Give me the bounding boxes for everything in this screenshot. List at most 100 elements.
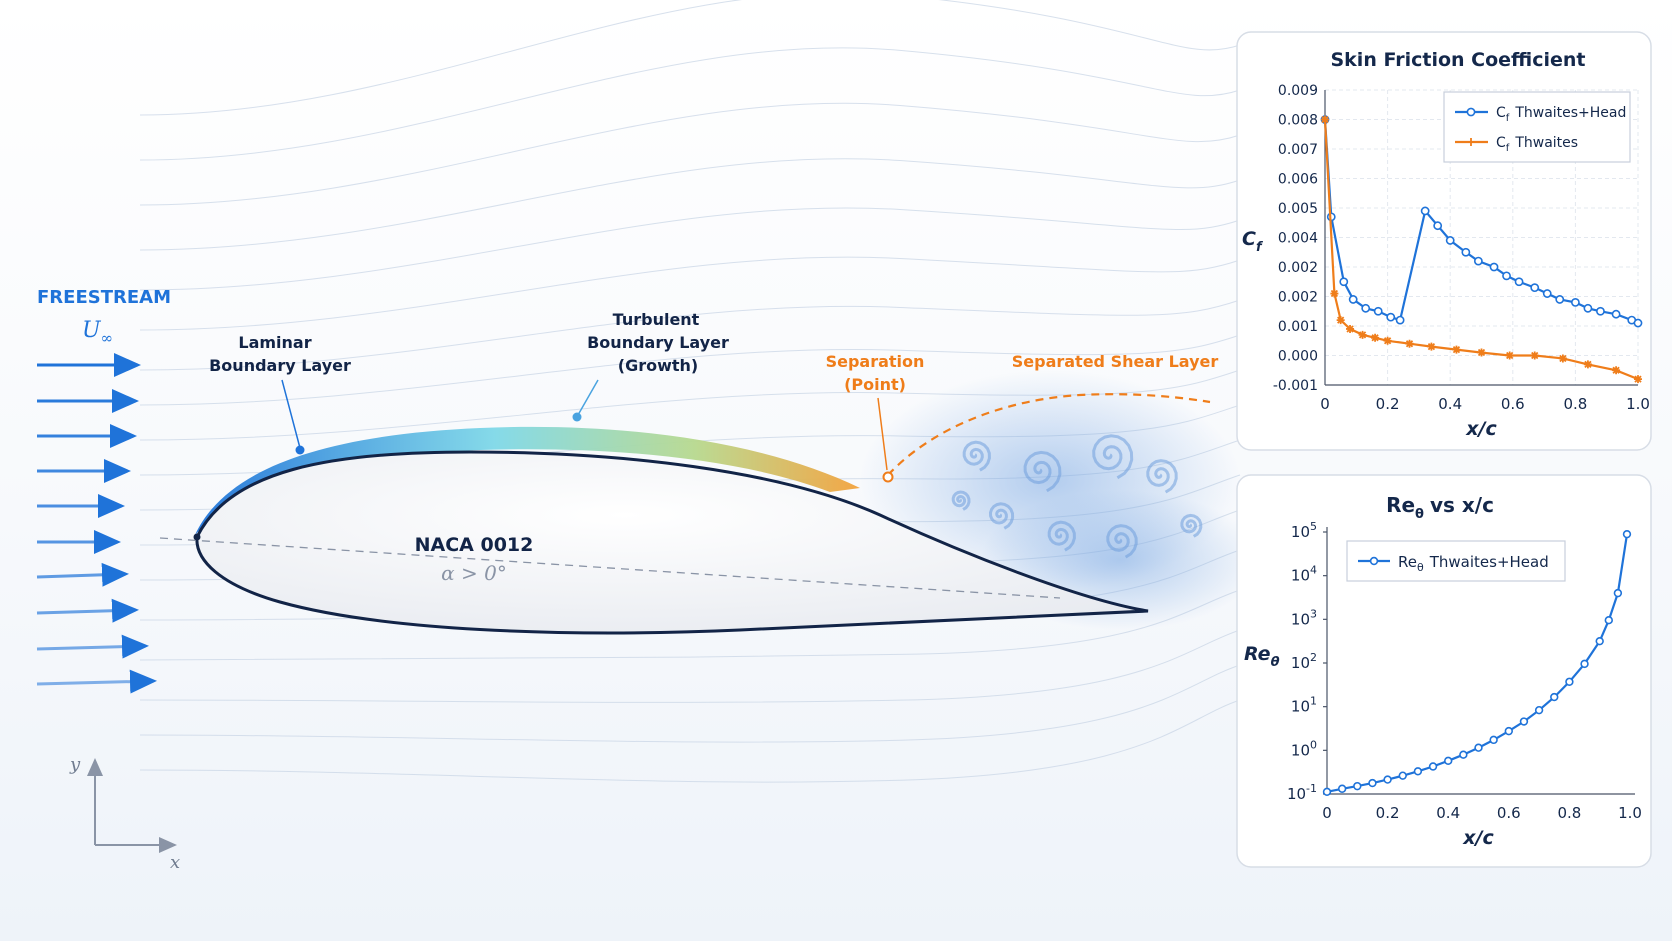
re-point xyxy=(1337,784,1347,793)
cf-xtick-label: 0.4 xyxy=(1438,395,1462,413)
cf-legend-box xyxy=(1443,91,1631,163)
re-point xyxy=(1580,659,1589,669)
cf-point xyxy=(1405,339,1414,348)
turbulent-leader xyxy=(577,379,599,416)
cf-point xyxy=(1611,309,1621,319)
cf-point xyxy=(1346,324,1355,333)
cf-point xyxy=(1445,236,1455,245)
re-point xyxy=(1398,771,1407,780)
streamline xyxy=(139,102,1241,206)
re-xtick-label: 0.2 xyxy=(1376,804,1400,822)
cf-point xyxy=(1633,318,1643,328)
cf-legend-marker xyxy=(1466,107,1476,117)
separation-label-line1: Separation xyxy=(826,352,925,371)
shear-layer-curve xyxy=(887,393,1211,476)
cf-point xyxy=(1330,289,1339,298)
re-point xyxy=(1604,616,1613,625)
cf-plot: -0.0010.0000.0010.0020.0020.0040.0050.00… xyxy=(1242,83,1650,440)
re-ytick-label: 103 xyxy=(1291,607,1317,628)
freestream-arrow xyxy=(36,634,149,659)
cf-point xyxy=(1502,271,1511,281)
cf-xtick-label: 0 xyxy=(1320,395,1330,413)
cf-point xyxy=(1530,283,1540,293)
cf-xtick-label: 0.8 xyxy=(1563,395,1587,413)
re-point xyxy=(1489,735,1498,745)
cf-point xyxy=(1583,360,1592,369)
re-xtick-label: 0.8 xyxy=(1557,804,1581,822)
re-chart-title-sub: θ xyxy=(1415,507,1424,522)
cf-point xyxy=(1371,333,1380,342)
re-ytick-label: 10-1 xyxy=(1287,782,1317,803)
turbulent-label-line1: Turbulent xyxy=(613,310,700,329)
cf-xtick-label: 0.6 xyxy=(1501,395,1525,413)
re-point xyxy=(1613,588,1623,598)
cf-chart-title: Skin Friction Coefficient xyxy=(1330,49,1585,71)
cf-point xyxy=(1473,256,1483,266)
re-xtick-label: 0 xyxy=(1322,804,1332,822)
cf-ytick-label: 0.006 xyxy=(1278,172,1318,188)
re-xtick-label: 1.0 xyxy=(1618,804,1642,822)
airfoil-angle: α > 0° xyxy=(441,561,507,585)
re-ytick-label: 102 xyxy=(1291,651,1317,672)
cf-ytick-label: 0.002 xyxy=(1278,260,1318,276)
streamline xyxy=(139,299,1241,371)
cf-ytick-label: 0.002 xyxy=(1278,290,1318,306)
cf-point xyxy=(1452,345,1461,354)
freestream-symbol: U∞ xyxy=(82,318,113,347)
cf-ytick-label: 0.007 xyxy=(1278,142,1318,158)
freestream-arrow xyxy=(36,598,139,623)
re-ylabel: Reθ xyxy=(1244,643,1280,670)
re-ytick-label: 104 xyxy=(1291,564,1317,585)
re-xlabel: x/c xyxy=(1462,827,1494,849)
cf-xlabel: x/c xyxy=(1465,418,1497,440)
vortex xyxy=(988,502,1015,530)
re-ytick-label: 105 xyxy=(1291,520,1317,541)
re-chart-title-main: Re xyxy=(1386,493,1415,517)
re-legend-marker xyxy=(1369,556,1379,566)
vortex xyxy=(1092,434,1134,480)
leading-edge-dot xyxy=(193,533,201,541)
separation-label-line2: (Point) xyxy=(844,375,906,394)
cf-ytick-label: 0.005 xyxy=(1278,201,1318,217)
freestream-arrows xyxy=(36,353,157,694)
re-point xyxy=(1550,692,1559,702)
cf-ytick-label: 0.008 xyxy=(1278,113,1318,129)
airfoil-name: NACA 0012 xyxy=(415,534,534,556)
axes-x-label: x xyxy=(170,852,180,873)
re-point xyxy=(1353,781,1362,791)
cf-xtick-label: 0.2 xyxy=(1376,395,1400,413)
turbulent-label-line2: Boundary Layer xyxy=(587,333,729,352)
laminar-label-line2: Boundary Layer xyxy=(209,356,351,375)
axes-icon: y x xyxy=(69,754,180,873)
vortex xyxy=(1106,524,1138,559)
separation-point xyxy=(882,471,894,483)
re-point xyxy=(1443,756,1453,766)
cf-ylabel-sub: f xyxy=(1256,240,1264,255)
turbulent-label-line3: (Growth) xyxy=(618,356,698,375)
re-point xyxy=(1519,717,1529,726)
streamline xyxy=(139,47,1241,161)
cf-point xyxy=(1461,247,1471,257)
re-point xyxy=(1428,762,1438,771)
cf-point xyxy=(1514,277,1524,287)
re-series-line xyxy=(1326,534,1629,793)
re-ytick-label: 100 xyxy=(1291,738,1317,759)
cf-point xyxy=(1383,336,1392,345)
re-point xyxy=(1413,767,1423,776)
freestream-symbol-sub: ∞ xyxy=(101,329,114,347)
re-ytick-label: 101 xyxy=(1291,695,1317,716)
vortex xyxy=(1047,520,1076,552)
cf-point xyxy=(1530,351,1539,360)
cf-point xyxy=(1395,315,1405,325)
vortex xyxy=(951,490,971,511)
vortex xyxy=(1180,513,1203,538)
airfoil xyxy=(159,426,1149,635)
cf-xtick-label: 1.0 xyxy=(1626,395,1650,413)
cf-point xyxy=(1596,306,1605,316)
re-point xyxy=(1459,750,1468,759)
cf-ytick-label: 0.001 xyxy=(1278,319,1318,335)
